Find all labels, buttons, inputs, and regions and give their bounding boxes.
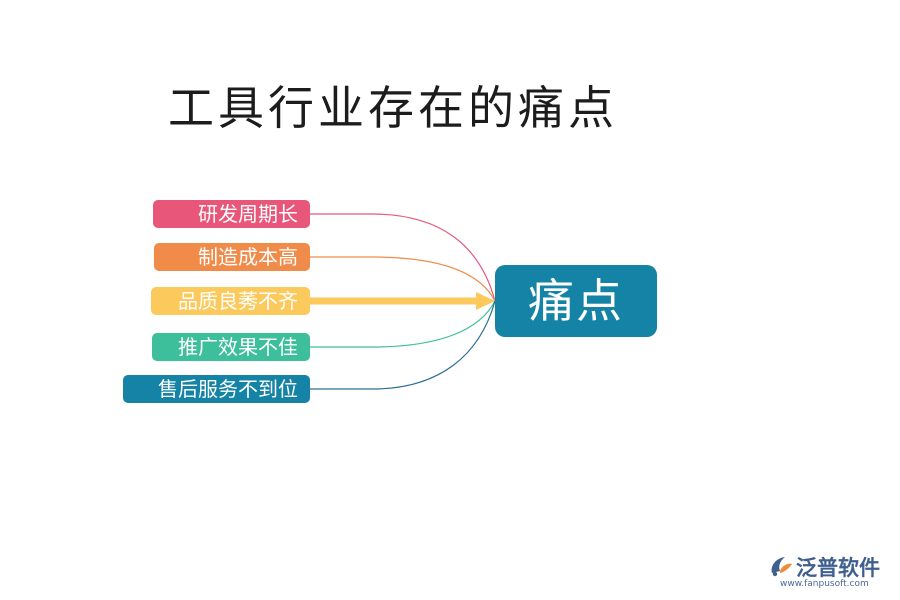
pain-point-label: 研发周期长 (198, 202, 298, 226)
pain-point-label: 品质良莠不齐 (178, 289, 298, 313)
connector-line-5 (310, 300, 496, 390)
pain-point-item-4: 推广效果不佳 (152, 333, 310, 361)
connector-line-2 (310, 256, 496, 302)
brand-logo: 泛普软件 www.fanpusoft.com (768, 550, 896, 596)
pain-point-label: 制造成本高 (198, 245, 298, 269)
pain-point-label: 推广效果不佳 (178, 335, 298, 359)
logo-name: 泛普软件 (796, 556, 880, 580)
pain-point-item-5: 售后服务不到位 (123, 375, 310, 403)
center-node: 痛点 (495, 265, 657, 337)
pain-point-label: 售后服务不到位 (158, 377, 298, 401)
page-title: 工具行业存在的痛点 (168, 81, 618, 135)
logo-url: www.fanpusoft.com (780, 579, 869, 589)
connector-line-1 (310, 213, 496, 302)
connector-line-4 (310, 300, 496, 348)
arrow-head-icon (476, 292, 495, 310)
pain-point-item-3: 品质良莠不齐 (151, 287, 310, 315)
pain-point-item-2: 制造成本高 (154, 243, 310, 271)
fanpu-logo-icon (771, 557, 792, 577)
pain-point-item-1: 研发周期长 (153, 200, 310, 228)
